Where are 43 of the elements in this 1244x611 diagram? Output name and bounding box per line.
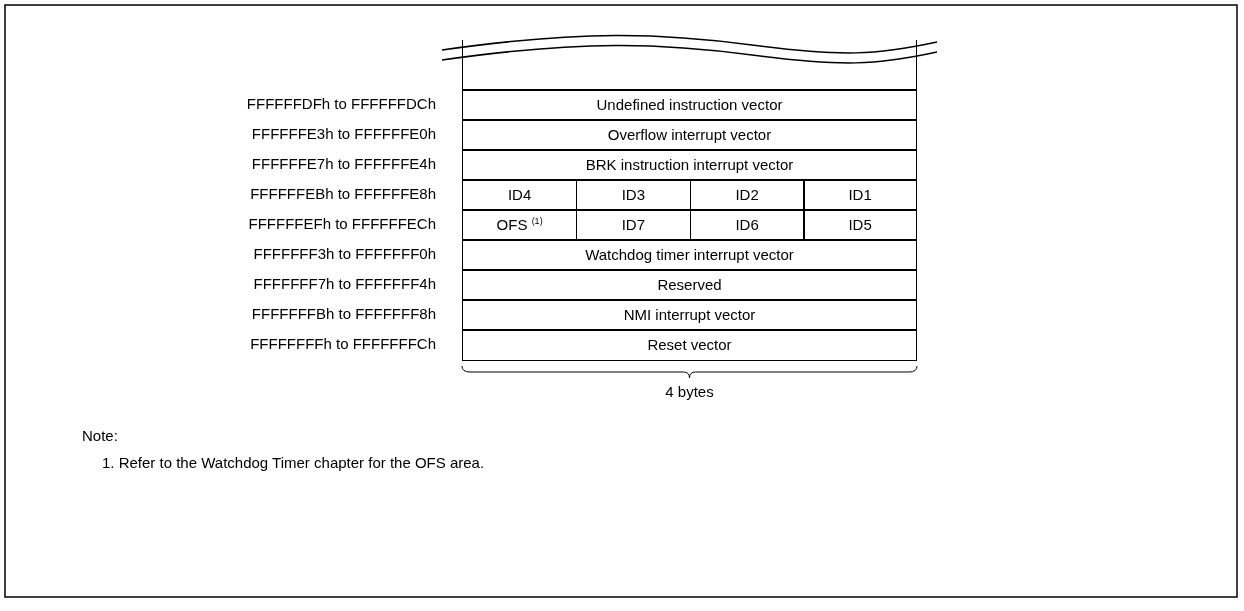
address-range: FFFFFFFBh to FFFFFFF8h — [251, 305, 436, 323]
cell-text: ID7 — [621, 216, 646, 234]
memory-cell — [462, 269, 917, 301]
address-range: FFFFFFFFh to FFFFFFFCh — [250, 335, 436, 353]
address-range: FFFFFFE3h to FFFFFFE0h — [251, 125, 436, 143]
cell-text: Reserved — [657, 276, 722, 294]
memory-cell — [689, 179, 805, 211]
memory-cell-break — [462, 40, 917, 91]
cell-text: Undefined instruction vector — [596, 96, 783, 114]
address-range: FFFFFFF7h to FFFFFFF4h — [253, 275, 436, 293]
memory-cell — [462, 209, 578, 241]
note-heading: Note: — [82, 427, 118, 445]
cell-text: Reset vector — [647, 336, 732, 354]
cell-text: ID5 — [848, 216, 872, 234]
cell-text: ID3 — [621, 186, 646, 204]
address-range: FFFFFFE7h to FFFFFFE4h — [251, 155, 436, 173]
memory-cell — [462, 329, 917, 361]
cell-text: NMI interrupt vector — [623, 306, 756, 324]
memory-cell — [462, 89, 917, 121]
address-range: FFFFFFEBh to FFFFFFE8h — [250, 185, 436, 203]
memory-cell — [689, 209, 805, 241]
note-text: 1. Refer to the Watchdog Timer chapter for the OFS area. — [102, 454, 485, 472]
cell-text: ID2 — [735, 186, 759, 204]
cell-text: ID6 — [735, 216, 759, 234]
address-range: FFFFFFF3h to FFFFFFF0h — [253, 245, 436, 263]
cell-text: ID1 — [848, 186, 872, 204]
memory-cell — [575, 209, 691, 241]
memory-cell — [803, 209, 917, 241]
cell-text: Watchdog timer interrupt vector — [585, 246, 794, 264]
cell-text: Overflow interrupt vector — [607, 126, 772, 144]
address-range: FFFFFFEFh to FFFFFFECh — [248, 215, 436, 233]
address-range: FFFFFFDFh to FFFFFFDCh — [246, 95, 436, 113]
memory-cell — [462, 179, 578, 211]
size-label: 4 bytes — [665, 383, 714, 401]
memory-cell — [462, 239, 917, 271]
memory-cell — [803, 179, 917, 211]
memory-cell — [462, 119, 917, 151]
cell-text: OFS $^{(1)}$ — [496, 216, 543, 234]
memory-cell — [462, 149, 917, 181]
cell-text: BRK instruction interrupt vector — [585, 156, 794, 174]
memory-cell — [575, 179, 691, 211]
cell-text: ID4 — [507, 186, 532, 204]
memory-cell — [462, 299, 917, 331]
